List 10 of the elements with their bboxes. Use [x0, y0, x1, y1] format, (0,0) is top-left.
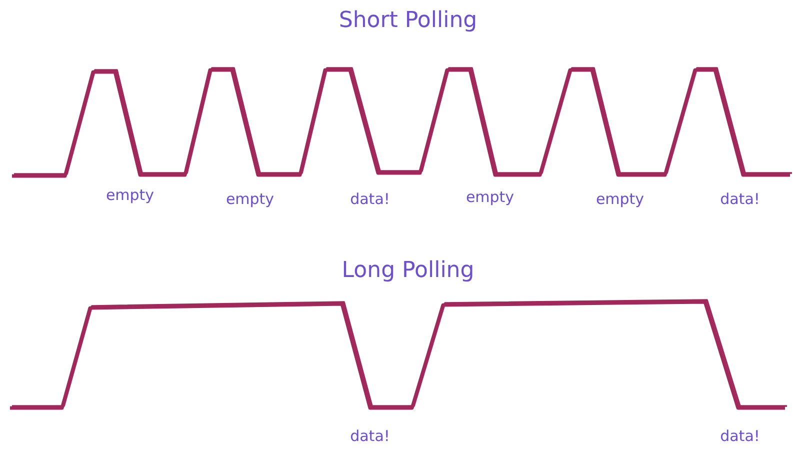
signal-label: empty [226, 190, 274, 208]
signal-label: empty [596, 190, 644, 208]
section-title: Short Polling [338, 8, 478, 33]
signal-label: empty [466, 188, 514, 206]
signal-label: data! [720, 190, 760, 208]
section-title: Long Polling [342, 258, 474, 283]
signal-label: data! [720, 427, 760, 445]
signal-label: empty [106, 186, 154, 204]
signal-label: data! [350, 190, 390, 208]
signal-label: data! [350, 427, 390, 445]
